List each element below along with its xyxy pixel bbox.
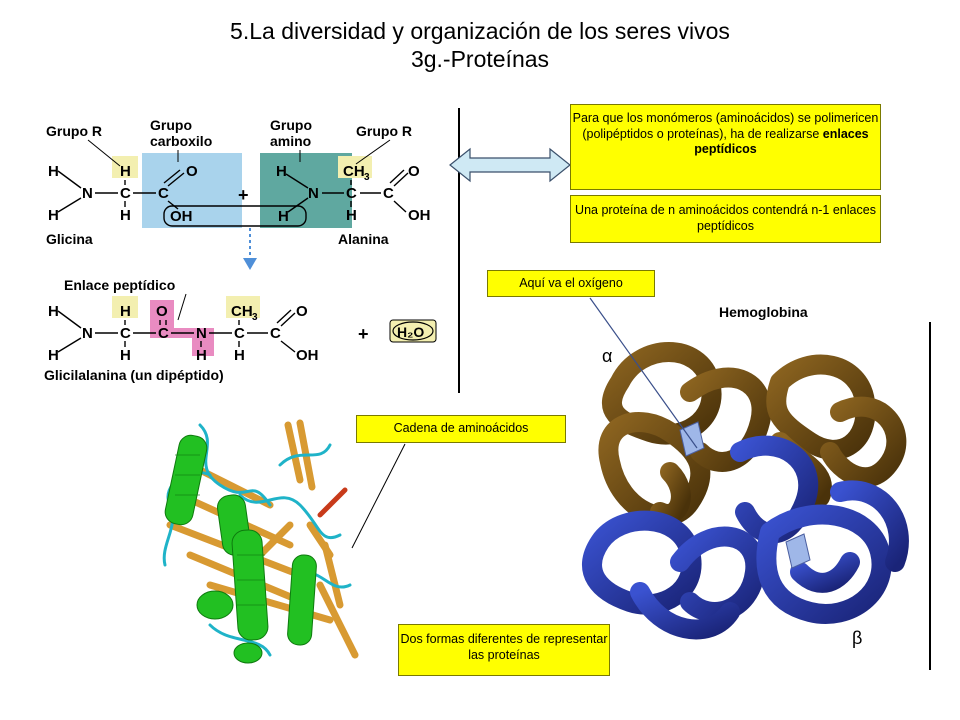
- svg-text:O: O: [296, 303, 308, 320]
- water-product: H₂O: [397, 324, 424, 340]
- svg-text:CH: CH: [343, 163, 365, 180]
- svg-text:H: H: [48, 207, 59, 224]
- label-glicilalanina: Glicilalanina (un dipéptido): [44, 367, 224, 383]
- svg-text:H: H: [120, 207, 131, 224]
- svg-text:H: H: [120, 163, 131, 180]
- reaction-arrow-icon: [243, 258, 257, 270]
- svg-text:3: 3: [364, 172, 370, 183]
- double-arrow-icon: [449, 147, 571, 183]
- svg-text:H: H: [276, 163, 287, 180]
- svg-text:C: C: [346, 185, 357, 202]
- label-glicina: Glicina: [46, 231, 93, 247]
- slide-subtitle: 3g.-Proteínas: [410, 46, 550, 72]
- svg-text:3: 3: [252, 312, 258, 323]
- peptide-bond-info-text: Para que los monómeros (aminoácidos) se …: [572, 111, 879, 141]
- label-alanina: Alanina: [338, 231, 389, 247]
- ribbon-protein-model: [162, 419, 359, 664]
- svg-text:N: N: [308, 185, 319, 202]
- alpha-symbol: α: [602, 346, 612, 366]
- svg-text:H: H: [120, 347, 131, 364]
- svg-text:C: C: [270, 325, 281, 342]
- water-loss-box: [163, 205, 307, 227]
- svg-text:CH: CH: [231, 303, 253, 320]
- glycine-structure: HH N HCH CO OH: [48, 163, 198, 225]
- hemoglobin-model: α β: [582, 322, 931, 670]
- beta-subunits: [582, 435, 909, 640]
- r-group-highlight-right: [338, 156, 372, 178]
- label-grupo-carboxilo-1: Grupo: [150, 117, 192, 133]
- svg-text:C: C: [120, 185, 131, 202]
- alpha-helices: [164, 434, 317, 664]
- label-grupo-amino-1: Grupo: [270, 117, 312, 133]
- svg-text:OH: OH: [170, 208, 193, 225]
- peptide-bond-highlight: [150, 300, 214, 356]
- svg-text:N: N: [196, 325, 207, 342]
- svg-text:C: C: [120, 325, 131, 342]
- peptide-bond-info-bold: enlaces peptídicos: [694, 126, 869, 157]
- svg-text:H: H: [120, 303, 131, 320]
- hemoglobin-label: Hemoglobina: [719, 304, 808, 320]
- label-grupo-carboxilo-2: carboxilo: [150, 133, 212, 149]
- two-forms-callout: Dos formas diferentes de representar las…: [398, 624, 610, 676]
- svg-text:H: H: [48, 347, 59, 364]
- svg-text:C: C: [383, 185, 394, 202]
- svg-text:C: C: [158, 325, 169, 342]
- amino-acid-chain-callout: Cadena de aminoácidos: [356, 415, 566, 443]
- svg-text:H: H: [48, 163, 59, 180]
- svg-text:H: H: [278, 208, 289, 225]
- peptide-bond-diagram: Grupo R Grupo carboxilo Grupo amino Grup…: [44, 108, 460, 393]
- svg-text:H: H: [234, 347, 245, 364]
- slide-title: 5.La diversidad y organización de los se…: [230, 18, 730, 44]
- label-enlace-peptidico: Enlace peptídico: [64, 277, 175, 293]
- peptide-bond-info-box: Para que los monómeros (aminoácidos) se …: [570, 104, 881, 190]
- r-group-highlight-left: [112, 156, 138, 178]
- svg-text:O: O: [156, 303, 168, 320]
- label-grupo-r-left: Grupo R: [46, 123, 102, 139]
- label-grupo-amino-2: amino: [270, 133, 311, 149]
- plus-sign: +: [238, 185, 249, 205]
- svg-text:H: H: [48, 303, 59, 320]
- plus-sign-2: +: [358, 324, 369, 344]
- beta-symbol: β: [852, 628, 862, 648]
- oxygen-callout: Aquí va el oxígeno: [487, 270, 655, 297]
- svg-text:OH: OH: [408, 207, 431, 224]
- svg-text:H: H: [196, 347, 207, 364]
- svg-text:N: N: [82, 185, 93, 202]
- carboxyl-highlight: [142, 153, 242, 228]
- svg-text:OH: OH: [296, 347, 319, 364]
- svg-text:C: C: [158, 185, 169, 202]
- svg-text:O: O: [408, 163, 420, 180]
- svg-text:O: O: [186, 163, 198, 180]
- svg-text:N: N: [82, 325, 93, 342]
- svg-text:H: H: [346, 207, 357, 224]
- svg-text:C: C: [234, 325, 245, 342]
- protein-bonds-info-box: Una proteína de n aminoácidos contendrá …: [570, 195, 881, 243]
- label-grupo-r-right: Grupo R: [356, 123, 412, 139]
